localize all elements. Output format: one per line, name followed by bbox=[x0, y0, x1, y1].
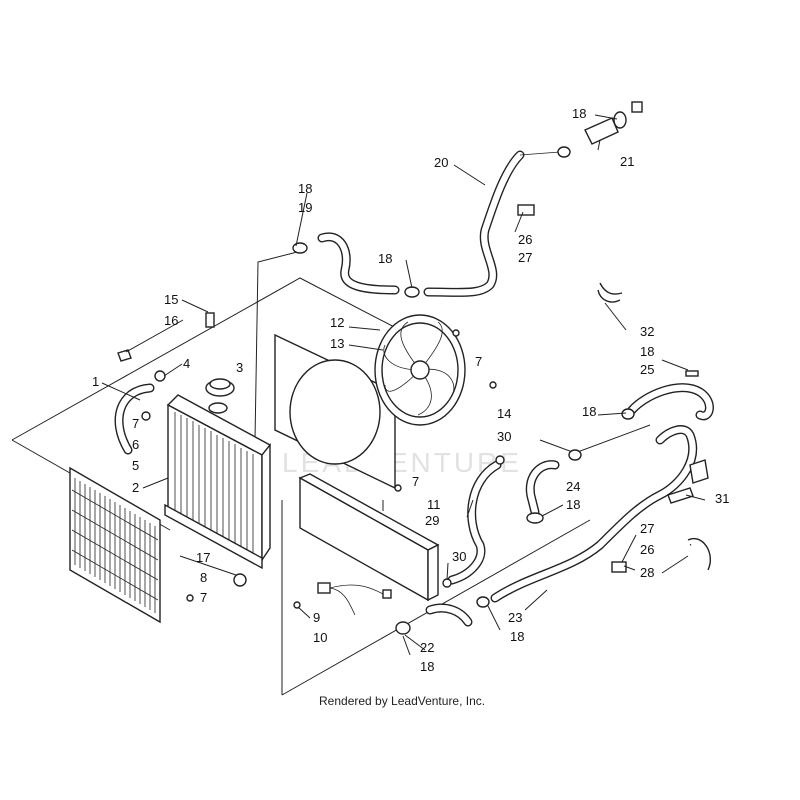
part-label-29: 29 bbox=[425, 513, 439, 528]
hose-fitting-21 bbox=[584, 101, 643, 145]
leader-lines bbox=[101, 114, 706, 656]
part-label-27a: 27 bbox=[518, 250, 532, 265]
part-label-17: 17 bbox=[196, 550, 210, 565]
upper-radiator-hose bbox=[292, 232, 420, 298]
part-label-10: 10 bbox=[313, 630, 327, 645]
part-label-27b: 27 bbox=[640, 521, 654, 536]
part-label-18g: 18 bbox=[510, 629, 524, 644]
radiator bbox=[164, 394, 272, 587]
radiator-screen bbox=[69, 466, 161, 624]
part-label-18h: 18 bbox=[420, 659, 434, 674]
part-label-25: 25 bbox=[640, 362, 654, 377]
part-number-labels: 1 2 3 4 5 6 7 7 7 7 8 9 10 11 12 13 14 1… bbox=[92, 106, 729, 674]
part-label-7b: 7 bbox=[475, 354, 482, 369]
part-label-28: 28 bbox=[640, 565, 654, 580]
part-label-9: 9 bbox=[313, 610, 320, 625]
cooling-fan bbox=[374, 314, 466, 426]
part-label-7c: 7 bbox=[412, 474, 419, 489]
part-label-18a: 18 bbox=[298, 181, 312, 196]
part-label-20: 20 bbox=[434, 155, 448, 170]
part-label-18c: 18 bbox=[572, 106, 586, 121]
part-label-26a: 26 bbox=[518, 232, 532, 247]
part-label-32: 32 bbox=[640, 324, 654, 339]
part-label-18e: 18 bbox=[582, 404, 596, 419]
coolant-hose-29 bbox=[442, 455, 505, 588]
part-label-7a: 7 bbox=[132, 416, 139, 431]
part-label-19: 19 bbox=[298, 200, 312, 215]
part-label-14: 14 bbox=[497, 406, 511, 421]
part-label-3: 3 bbox=[236, 360, 243, 375]
part-label-18b: 18 bbox=[378, 251, 392, 266]
oil-cooler bbox=[298, 473, 440, 602]
part-label-30b: 30 bbox=[452, 549, 466, 564]
part-label-7d: 7 bbox=[200, 590, 207, 605]
part-label-22: 22 bbox=[420, 640, 434, 655]
part-label-26b: 26 bbox=[640, 542, 654, 557]
footer-credit: Rendered by LeadVenture, Inc. bbox=[319, 694, 485, 708]
part-label-8: 8 bbox=[200, 570, 207, 585]
coolant-hose-22 bbox=[395, 603, 473, 635]
coolant-hose-20 bbox=[423, 146, 571, 297]
part-label-2: 2 bbox=[132, 480, 139, 495]
part-label-21: 21 bbox=[620, 154, 634, 169]
coolant-hose-23 bbox=[476, 425, 698, 608]
part-label-23: 23 bbox=[508, 610, 522, 625]
part-label-15: 15 bbox=[164, 292, 178, 307]
radiator-cap bbox=[205, 378, 235, 397]
part-label-13: 13 bbox=[330, 336, 344, 351]
part-label-11: 11 bbox=[427, 497, 441, 512]
part-label-18f: 18 bbox=[566, 497, 580, 512]
screws bbox=[186, 329, 497, 609]
fan-shroud bbox=[274, 333, 396, 490]
part-label-18d: 18 bbox=[640, 344, 654, 359]
hose-clamps-and-pads bbox=[611, 459, 711, 573]
part-label-16: 16 bbox=[164, 313, 178, 328]
part-label-5: 5 bbox=[132, 458, 139, 473]
part-label-4: 4 bbox=[183, 356, 190, 371]
fan-wiring-harness bbox=[317, 582, 392, 616]
part-label-31: 31 bbox=[715, 491, 729, 506]
coolant-hose-25 bbox=[597, 282, 714, 421]
part-label-1: 1 bbox=[92, 374, 99, 389]
part-label-6: 6 bbox=[132, 437, 139, 452]
coolant-hose-24 bbox=[525, 449, 582, 524]
part-label-24: 24 bbox=[566, 479, 580, 494]
part-label-30a: 30 bbox=[497, 429, 511, 444]
part-label-12: 12 bbox=[330, 315, 344, 330]
fittings bbox=[114, 312, 215, 455]
